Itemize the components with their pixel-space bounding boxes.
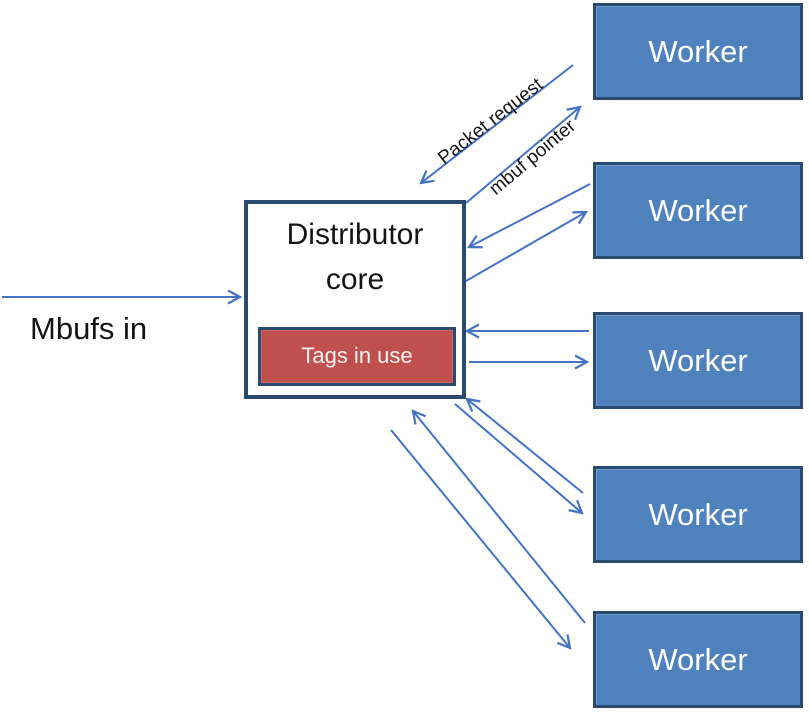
worker-node-4: Worker bbox=[593, 466, 803, 563]
mbuf-pointer-worker-5 bbox=[390, 429, 572, 650]
packet-request-worker-2 bbox=[466, 183, 591, 249]
mbufs-in-label: Mbufs in bbox=[30, 311, 148, 346]
mbuf-pointer-worker-1 bbox=[465, 105, 582, 204]
distributor-label-line2: core bbox=[325, 263, 385, 296]
worker-label: Worker bbox=[648, 641, 748, 677]
packet-request-worker-5 bbox=[411, 409, 586, 624]
worker-label: Worker bbox=[648, 496, 748, 532]
worker-label: Worker bbox=[648, 342, 748, 378]
distributor-core-label: Distributor core bbox=[248, 212, 462, 302]
worker-node-3: Worker bbox=[593, 312, 803, 409]
tags-in-use-box: Tags in use bbox=[258, 327, 456, 386]
worker-node-5: Worker bbox=[593, 611, 803, 708]
distributor-core-node: Distributor core Tags in use bbox=[244, 200, 466, 399]
worker-node-1: Worker bbox=[593, 3, 803, 100]
mbuf-pointer-worker-2 bbox=[465, 210, 589, 282]
worker-label: Worker bbox=[648, 33, 748, 69]
mbuf-pointer-worker-4 bbox=[454, 403, 584, 515]
packet-request-worker-4 bbox=[465, 397, 584, 494]
distributor-label-line1: Distributor bbox=[286, 218, 424, 251]
packet-request-worker-1 bbox=[419, 64, 574, 185]
worker-node-2: Worker bbox=[593, 162, 803, 259]
worker-label: Worker bbox=[648, 192, 748, 228]
